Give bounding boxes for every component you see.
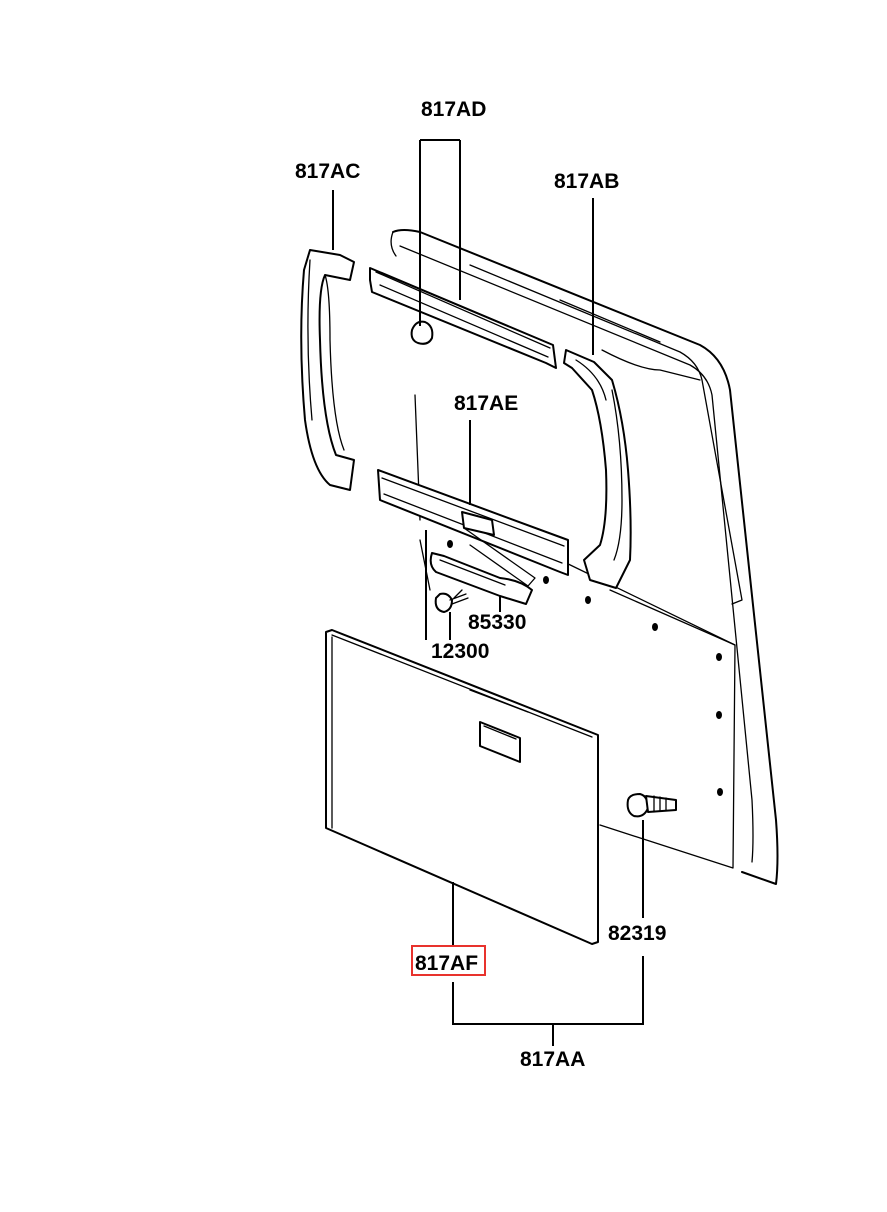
label-817AB: 817AB xyxy=(554,170,619,193)
clip-hole xyxy=(716,653,722,661)
clip-82319 xyxy=(626,793,677,818)
left-garnish-817AC xyxy=(300,249,355,491)
label-817AC: 817AC xyxy=(295,160,360,183)
label-85330: 85330 xyxy=(468,611,526,634)
back-door-body xyxy=(390,229,779,885)
screw-12300 xyxy=(434,589,469,613)
label-817AF[interactable]: 817AF xyxy=(415,952,478,975)
highlight-box xyxy=(411,945,486,976)
clip-hole xyxy=(652,623,658,631)
label-817AA: 817AA xyxy=(520,1048,585,1071)
label-817AE: 817AE xyxy=(454,392,518,415)
handle-85330 xyxy=(429,552,533,605)
clip-knob xyxy=(410,320,434,345)
clip-hole xyxy=(543,576,549,584)
clip-hole xyxy=(585,596,591,604)
right-garnish-817AB xyxy=(563,349,632,589)
label-817AD: 817AD xyxy=(421,98,486,121)
clip-hole xyxy=(447,540,453,548)
leader-lines xyxy=(332,139,644,1046)
label-12300: 12300 xyxy=(431,640,489,663)
label-82319: 82319 xyxy=(608,922,666,945)
cover-grip xyxy=(479,721,521,763)
access-cover-817AF xyxy=(325,629,599,945)
clip-hole xyxy=(717,788,723,796)
lower-garnish-817AE xyxy=(377,469,569,587)
clip-hole xyxy=(716,711,722,719)
upper-garnish-817AD xyxy=(369,267,557,369)
